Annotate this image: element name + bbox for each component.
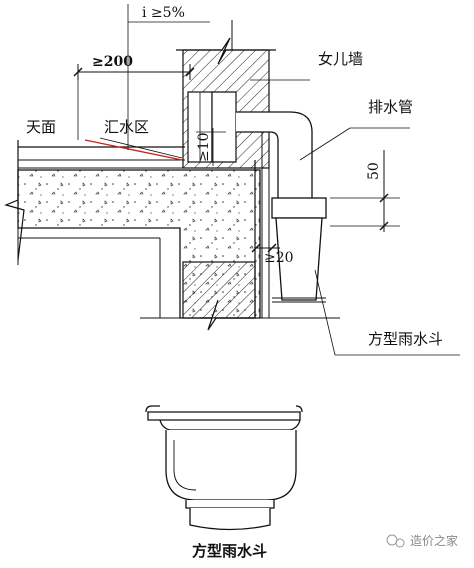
- dim-20: [251, 243, 280, 253]
- drain-outlet-and-pipe: [187, 91, 327, 303]
- label-slope: i ≥5%: [142, 5, 185, 21]
- watermark: 造价之家: [386, 533, 458, 548]
- label-catchment: 汇水区: [104, 118, 149, 136]
- dim-50: [330, 150, 400, 232]
- dim-10: [196, 128, 226, 166]
- label-dist200: ≥200: [92, 54, 133, 70]
- label-dim10: ≥10: [196, 132, 212, 162]
- catchment-leader: [99, 137, 183, 159]
- label-hopper: 方型雨水斗: [368, 330, 443, 348]
- label-pipe: 排水管: [368, 98, 413, 116]
- label-dim20: ≥20: [264, 250, 294, 266]
- leader-lines: [250, 79, 460, 356]
- wall-face-lines: [254, 160, 270, 318]
- square-rain-hopper-elevation: [145, 405, 303, 531]
- parapet-wall-lower: [140, 261, 340, 331]
- slope-dimension: [127, 4, 210, 150]
- label-dim50: 50: [366, 162, 382, 180]
- caption: 方型雨水斗: [192, 542, 267, 560]
- dim-200: [73, 64, 195, 140]
- watermark-text: 造价之家: [410, 533, 458, 548]
- label-parapet: 女儿墙: [318, 50, 363, 68]
- label-roof: 天面: [26, 118, 56, 136]
- catchment-slope-line: [84, 139, 183, 161]
